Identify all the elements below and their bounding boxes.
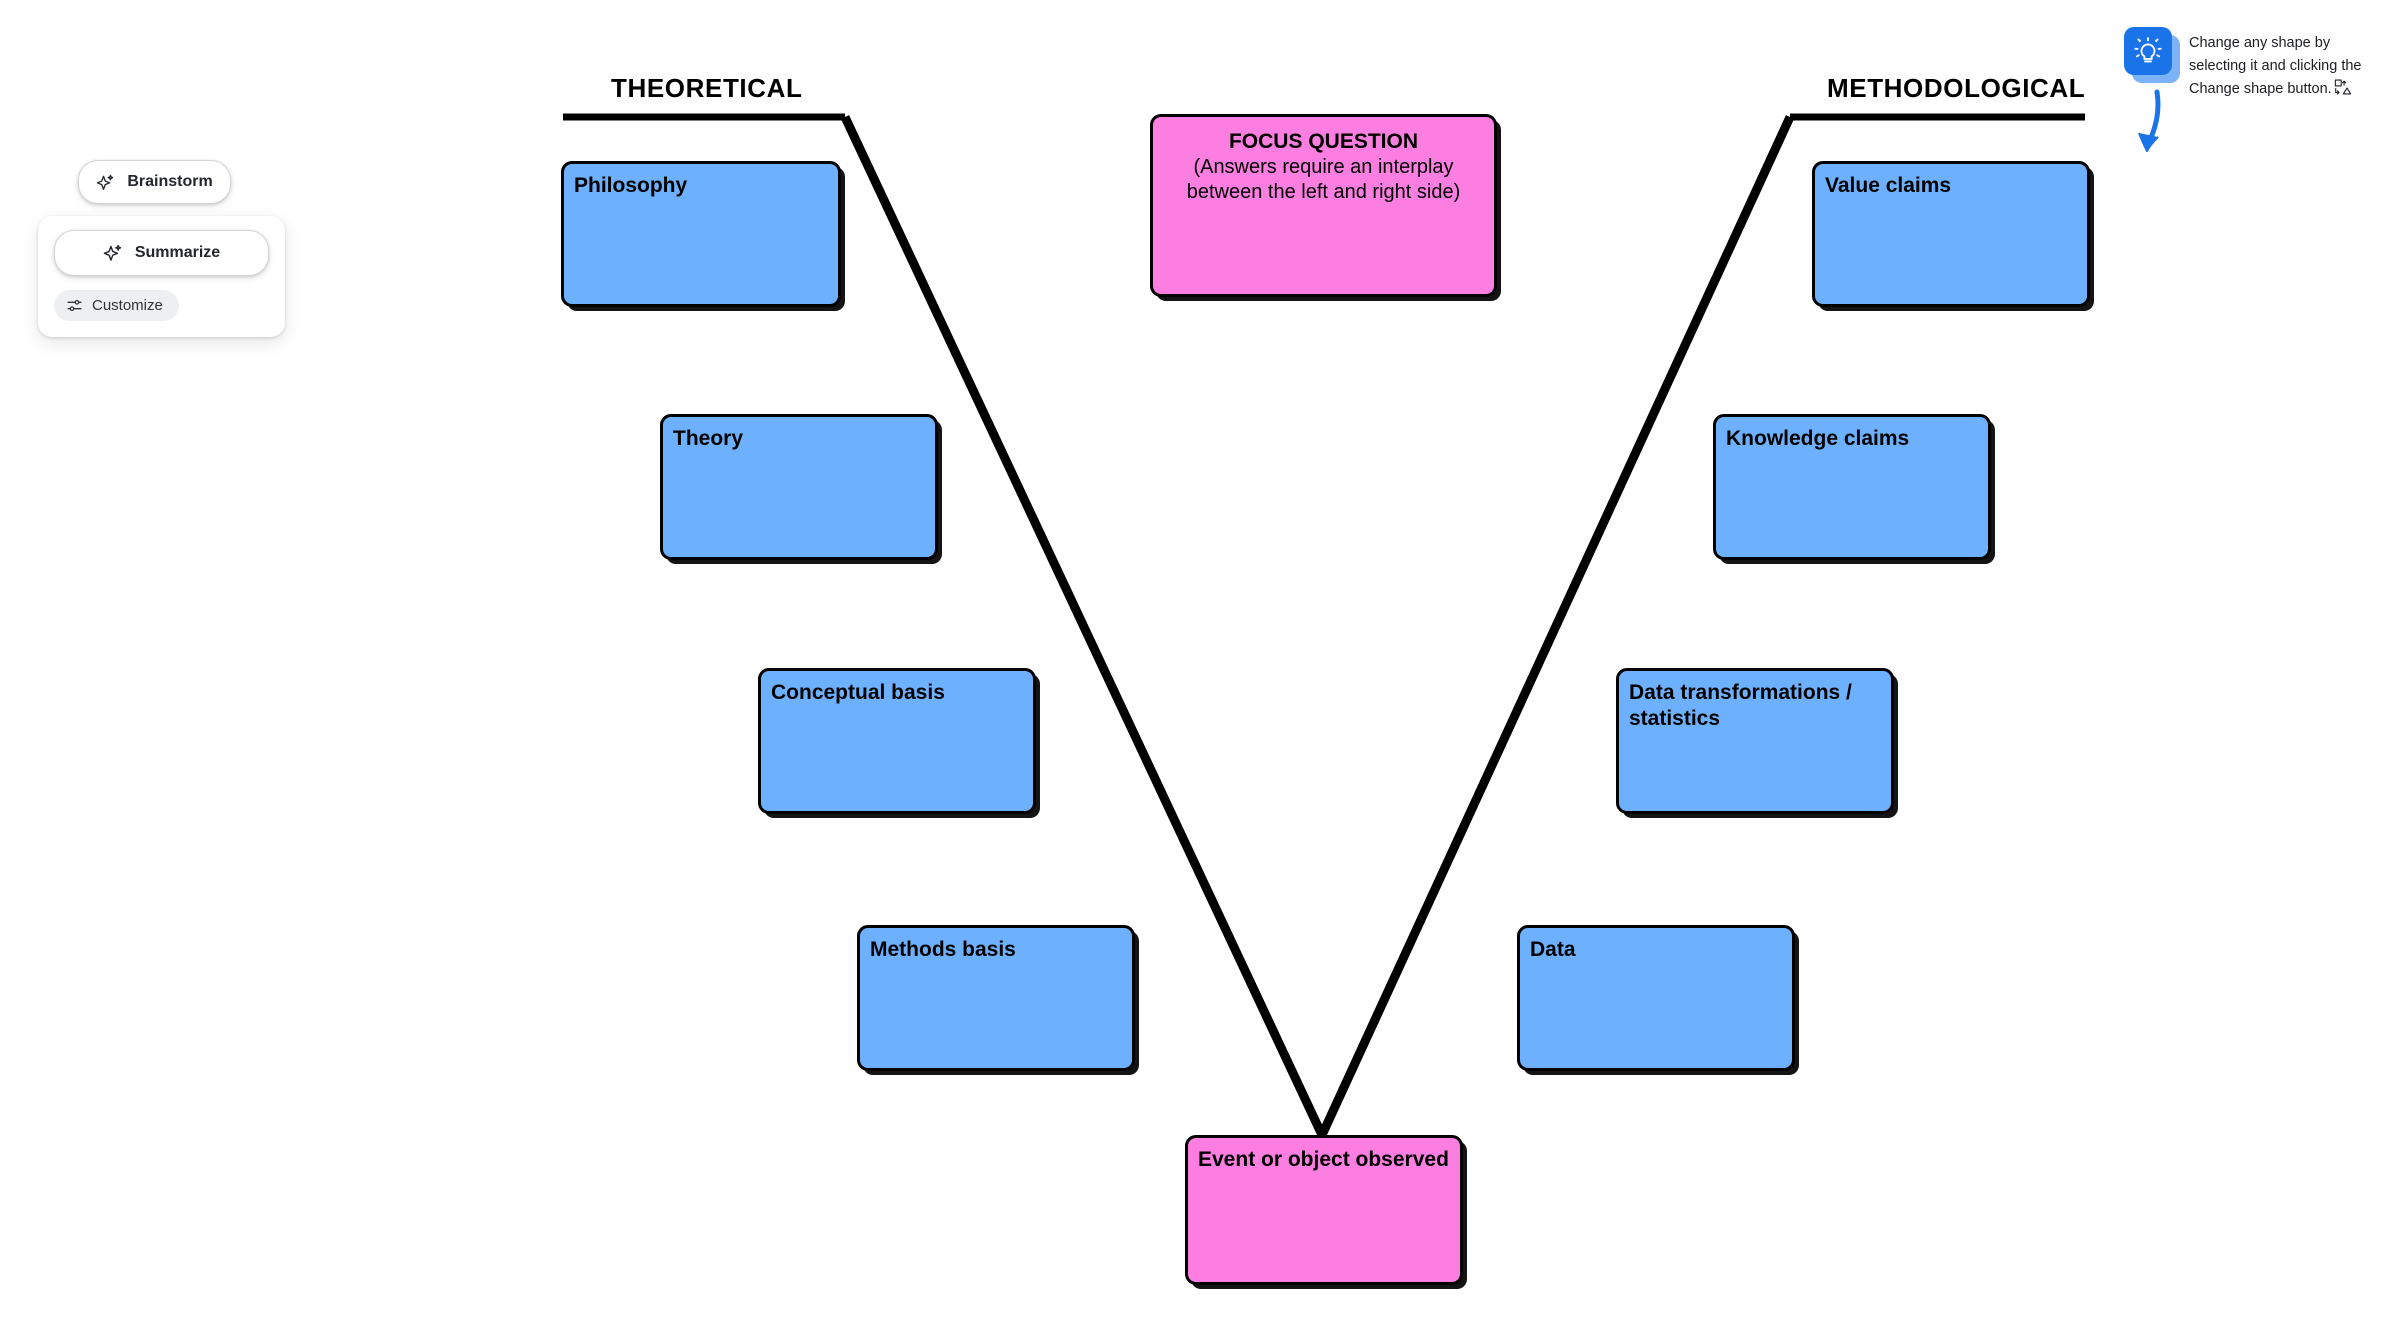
- summarize-button[interactable]: Summarize: [54, 230, 269, 276]
- node-methods-basis[interactable]: Methods basis: [857, 925, 1135, 1071]
- node-data[interactable]: Data: [1517, 925, 1795, 1071]
- brainstorm-button[interactable]: Brainstorm: [78, 160, 231, 204]
- change-shape-icon: [2334, 79, 2352, 95]
- node-data-label: Data: [1530, 938, 1576, 961]
- node-knowledge-claims[interactable]: Knowledge claims: [1713, 414, 1991, 560]
- ai-summarize-panel: Summarize Customize: [38, 216, 285, 337]
- header-methodological: METHODOLOGICAL: [1827, 73, 2086, 103]
- customize-button[interactable]: Customize: [54, 290, 179, 321]
- node-event-or-object-observed[interactable]: Event or object observed: [1185, 1135, 1463, 1285]
- summarize-label: Summarize: [134, 244, 221, 261]
- brainstorm-label: Brainstorm: [127, 173, 213, 190]
- node-value-claims-label: Value claims: [1825, 174, 1952, 197]
- node-focus-question[interactable]: FOCUS QUESTION (Answers require an inter…: [1150, 114, 1497, 297]
- node-data-transformations-label: Data transformations / statistics: [1629, 681, 1852, 730]
- sparkle-icon: [103, 243, 123, 263]
- tune-sliders-icon: [66, 297, 83, 314]
- node-philosophy-label: Philosophy: [574, 174, 688, 197]
- node-value-claims[interactable]: Value claims: [1812, 161, 2090, 307]
- lightbulb-icon[interactable]: [2124, 27, 2172, 75]
- node-theory-label: Theory: [673, 427, 744, 450]
- node-event-label: Event or object observed: [1198, 1148, 1449, 1171]
- focus-question-text: FOCUS QUESTION (Answers require an inter…: [1161, 129, 1486, 205]
- header-theoretical: THEORETICAL: [611, 73, 803, 103]
- focus-question-line1: (Answers require an interplay: [1193, 156, 1454, 179]
- focus-question-title: FOCUS QUESTION: [1228, 130, 1418, 153]
- node-theory[interactable]: Theory: [660, 414, 938, 560]
- node-conceptual-basis-label: Conceptual basis: [771, 681, 945, 704]
- node-data-transformations[interactable]: Data transformations / statistics: [1616, 668, 1894, 814]
- tip-message: Change any shape by selecting it and cli…: [2189, 35, 2362, 97]
- ai-toolbar: Brainstorm Summarize: [38, 160, 285, 337]
- node-conceptual-basis[interactable]: Conceptual basis: [758, 668, 1036, 814]
- focus-question-line2: between the left and right side): [1186, 181, 1461, 204]
- node-philosophy[interactable]: Philosophy: [561, 161, 841, 307]
- node-knowledge-claims-label: Knowledge claims: [1726, 427, 1910, 450]
- tip-text: Change any shape by selecting it and cli…: [2189, 32, 2379, 101]
- node-methods-basis-label: Methods basis: [870, 938, 1016, 961]
- customize-label: Customize: [92, 297, 163, 314]
- curved-down-arrow-icon: [2138, 89, 2161, 152]
- sparkle-icon: [96, 173, 115, 192]
